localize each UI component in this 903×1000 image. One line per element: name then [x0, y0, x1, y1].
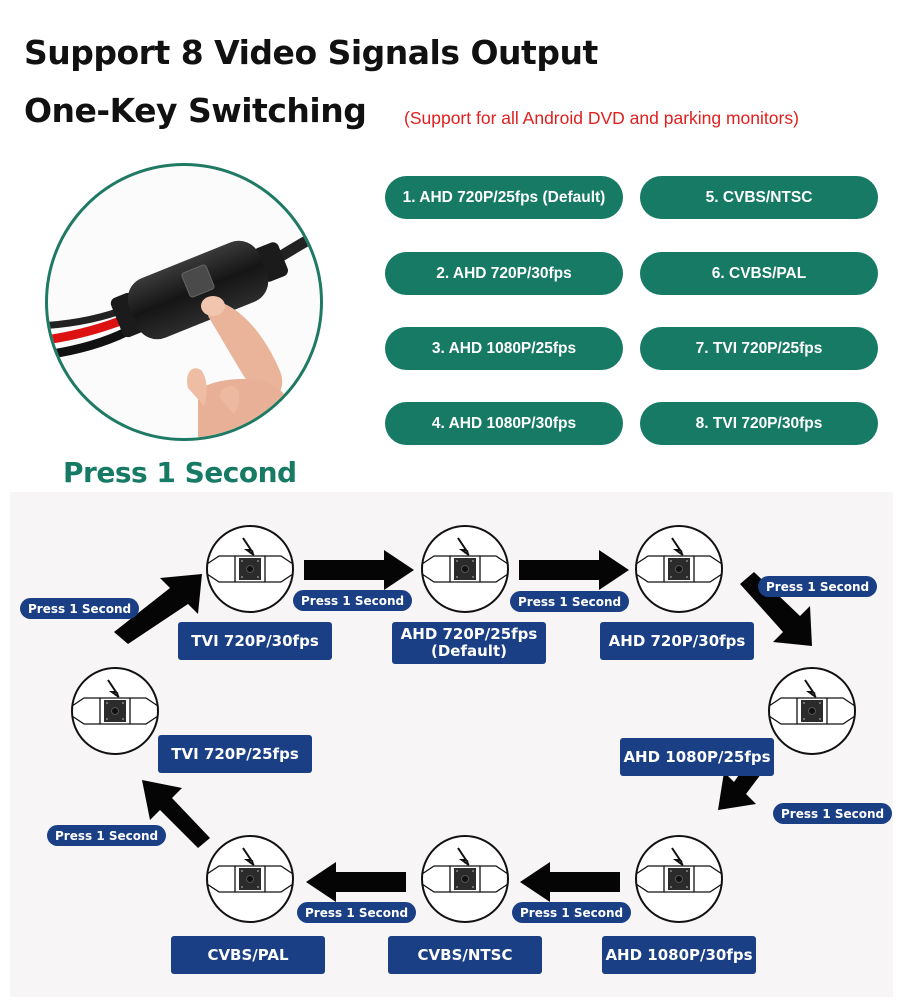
press-label: Press 1 Second	[773, 803, 893, 824]
switch-node-5	[767, 666, 857, 756]
arrow-left-icon	[520, 862, 620, 902]
mode-label-ahd-1080p-30: AHD 1080P/30fps	[602, 936, 756, 974]
arrow-up-left-icon	[142, 780, 210, 848]
press-label: Press 1 Second	[20, 598, 140, 619]
press-label: Press 1 Second	[510, 591, 630, 612]
switch-cable-illustration	[48, 227, 320, 438]
press-label: Press 1 Second	[47, 825, 167, 846]
switch-node-1	[205, 524, 295, 614]
arrow-right-icon	[519, 550, 629, 590]
press-label: Press 1 Second	[297, 902, 417, 923]
switch-node-4	[70, 666, 160, 756]
push-button-icon	[635, 835, 723, 923]
signal-pill-2: 2. AHD 720P/30fps	[385, 252, 623, 295]
mode-label-tvi-720p-25: TVI 720P/25fps	[158, 735, 312, 773]
press-label: Press 1 Second	[512, 902, 632, 923]
push-button-icon	[768, 667, 856, 755]
switch-node-8	[634, 834, 724, 924]
arrow-right-icon	[304, 550, 414, 590]
signal-pill-1: 1. AHD 720P/25fps (Default)	[385, 176, 623, 219]
page-subtitle: One-Key Switching	[24, 91, 367, 130]
push-button-icon	[71, 667, 159, 755]
signal-pill-4: 4. AHD 1080P/30fps	[385, 402, 623, 445]
push-button-icon	[206, 525, 294, 613]
arrow-left-icon	[306, 862, 406, 902]
mode-label-ahd-720p-30: AHD 720P/30fps	[600, 622, 754, 660]
signal-pill-8: 8. TVI 720P/30fps	[640, 402, 878, 445]
mode-label-ahd-1080p-25: AHD 1080P/25fps	[620, 738, 774, 776]
push-button-icon	[421, 835, 509, 923]
signal-pill-5: 5. CVBS/NTSC	[640, 176, 878, 219]
signal-pill-7: 7. TVI 720P/25fps	[640, 327, 878, 370]
arrow-up-right-icon	[114, 574, 202, 644]
signal-pill-3: 3. AHD 1080P/25fps	[385, 327, 623, 370]
switch-node-2	[420, 524, 510, 614]
push-button-icon	[206, 835, 294, 923]
mode-label-tvi-720p-30: TVI 720P/30fps	[178, 622, 332, 660]
flow-arrows	[114, 550, 812, 902]
product-photo	[45, 163, 323, 441]
switching-flow-diagram: TVI 720P/30fps AHD 720P/25fps (Default) …	[10, 492, 893, 997]
mode-label-cvbs-ntsc: CVBS/NTSC	[388, 936, 542, 974]
press-label: Press 1 Second	[293, 590, 413, 611]
page-title: Support 8 Video Signals Output	[24, 33, 598, 72]
switch-node-7	[420, 834, 510, 924]
push-button-icon	[635, 525, 723, 613]
signal-pill-6: 6. CVBS/PAL	[640, 252, 878, 295]
switch-node-6	[205, 834, 295, 924]
switch-node-3	[634, 524, 724, 614]
press-label: Press 1 Second	[758, 576, 878, 597]
mode-label-cvbs-pal: CVBS/PAL	[171, 936, 325, 974]
press-caption: Press 1 Second	[63, 456, 297, 489]
mode-label-ahd-720p-25: AHD 720P/25fps (Default)	[392, 622, 546, 664]
compatibility-note: (Support for all Android DVD and parking…	[404, 108, 799, 128]
push-button-icon	[421, 525, 509, 613]
